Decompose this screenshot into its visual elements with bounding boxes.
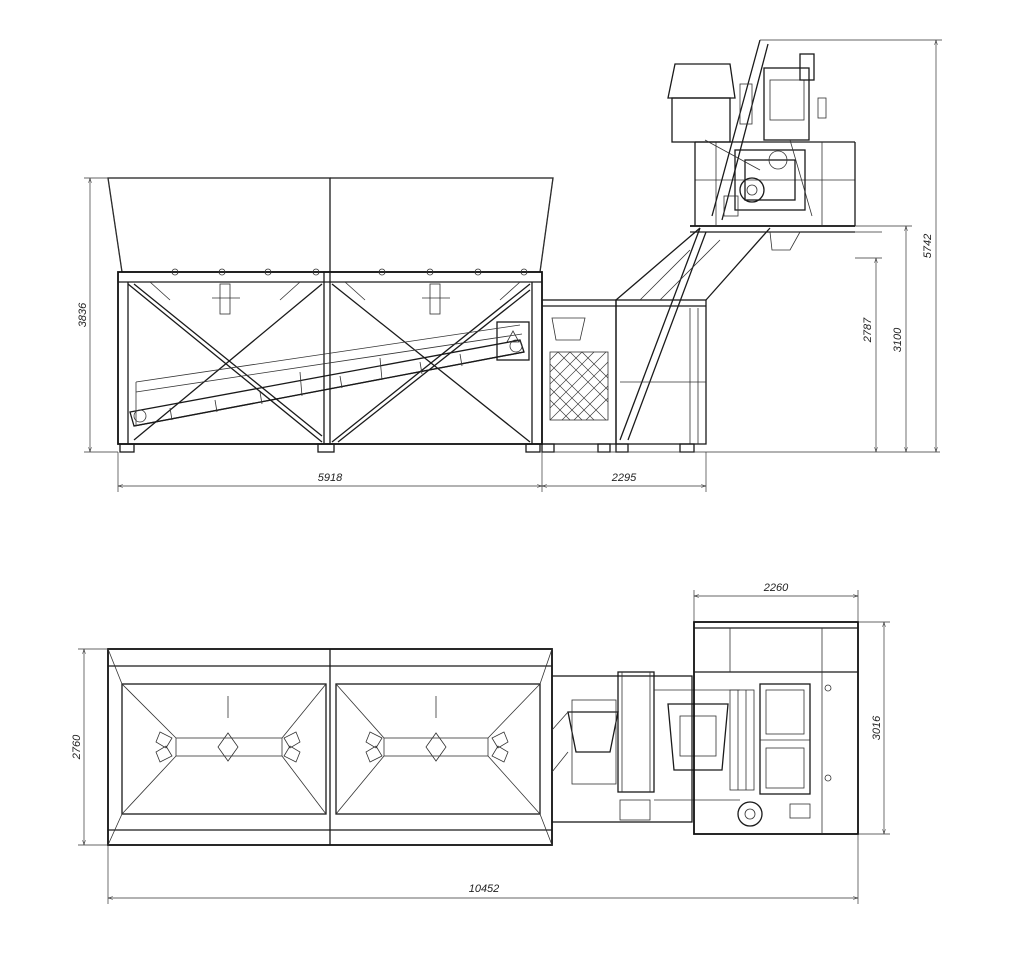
skip-hoist-section xyxy=(541,227,771,453)
dim-hopper-length: 5918 xyxy=(318,472,343,484)
mesh-guard xyxy=(549,351,609,421)
plan-hopper-bins xyxy=(107,648,553,846)
plan-view: 2760 10452 2260 3016 xyxy=(71,582,890,904)
dim-hopper-height: 3836 xyxy=(77,302,89,327)
dim-hopper-width: 2760 xyxy=(71,734,83,760)
side-view-dimensions: 3836 5918 2295 2787 3100 5742 xyxy=(77,39,942,492)
dim-skip-length: 2295 xyxy=(611,472,637,484)
plan-view-dimensions: 2760 10452 2260 3016 xyxy=(71,582,890,904)
twin-shaft-mixer xyxy=(667,39,827,221)
plan-mixer-platform xyxy=(693,621,859,835)
mixer-platform xyxy=(690,141,856,251)
plan-skip-section xyxy=(551,671,740,823)
hopper-frame xyxy=(117,268,543,453)
side-view: 3836 5918 2295 2787 3100 5742 xyxy=(77,39,942,492)
dim-mixer-platform-width: 3016 xyxy=(871,715,883,740)
dim-overall-length: 10452 xyxy=(469,883,500,895)
control-box xyxy=(496,321,530,361)
aggregate-hopper-bins xyxy=(107,177,554,273)
dim-platform-height: 2787 xyxy=(862,317,874,343)
bin-gates xyxy=(149,268,528,315)
dim-overall-height: 5742 xyxy=(922,234,934,258)
dim-mixer-platform-length: 2260 xyxy=(763,582,789,594)
dim-mixer-support-height: 3100 xyxy=(892,327,904,352)
weighing-belt-conveyor xyxy=(129,324,525,427)
